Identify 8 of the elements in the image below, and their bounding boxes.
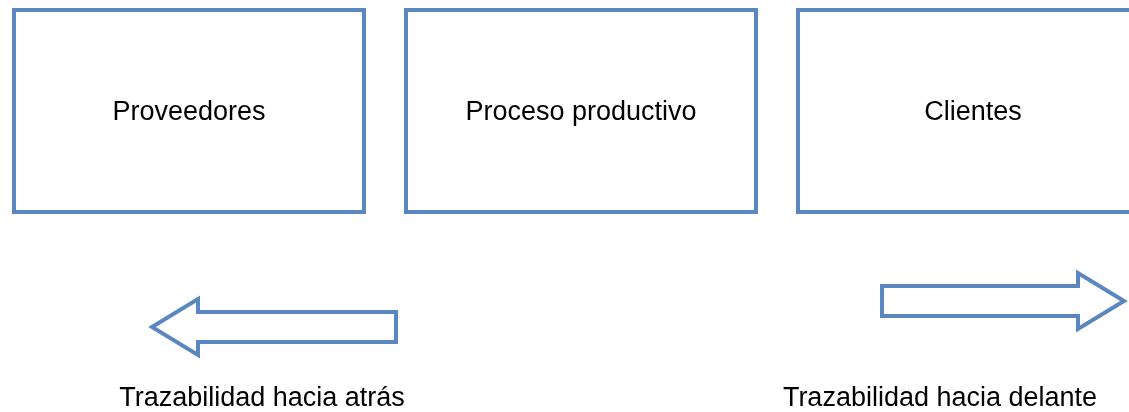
- process-box: [404, 8, 758, 214]
- box-label: Clientes: [924, 95, 1022, 127]
- process-box: [12, 8, 366, 214]
- process-box: [796, 8, 1129, 214]
- arrow-caption: Trazabilidad hacia atrás: [119, 382, 405, 412]
- box-label: Proceso productivo: [465, 95, 697, 127]
- arrow-caption: Trazabilidad hacia delante: [782, 382, 1098, 412]
- box-label: Proveedores: [112, 95, 266, 127]
